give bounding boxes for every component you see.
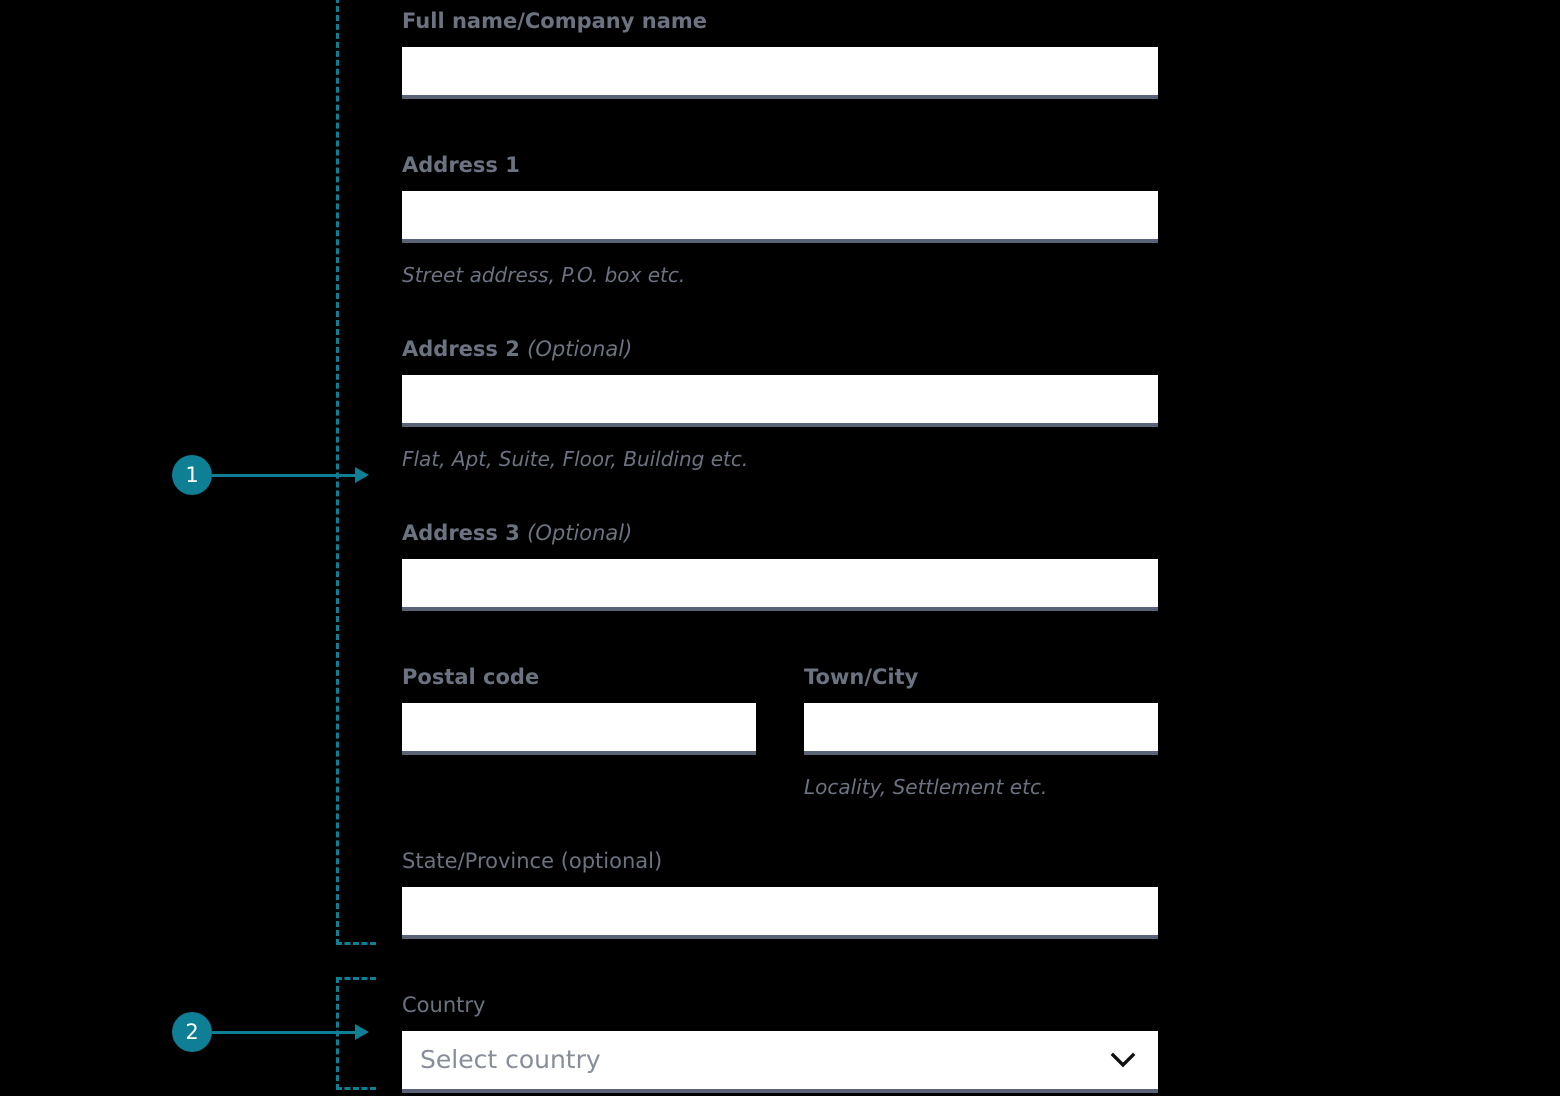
- label-town-city: Town/City: [804, 665, 919, 689]
- callout-1-badge: 1: [172, 455, 212, 495]
- label-full-name: Full name/Company name: [402, 9, 707, 33]
- field-address-1: Address 1 Street address, P.O. box etc.: [402, 152, 1158, 287]
- label-state-province: State/Province (optional): [402, 849, 663, 873]
- helper-address-1: Street address, P.O. box etc.: [402, 263, 686, 287]
- input-town-city[interactable]: [804, 703, 1158, 755]
- field-country: Country Select country: [402, 992, 1158, 1093]
- label-address-3-optional: (Optional): [527, 521, 633, 545]
- input-address-1[interactable]: [402, 191, 1158, 243]
- field-postal-code: Postal code: [402, 664, 756, 755]
- field-address-3: Address 3 (Optional): [402, 520, 1158, 611]
- input-state-province[interactable]: [402, 887, 1158, 939]
- helper-address-2: Flat, Apt, Suite, Floor, Building etc.: [402, 447, 749, 471]
- label-address-3: Address 3 (Optional): [402, 520, 1158, 546]
- input-address-2[interactable]: [402, 375, 1158, 427]
- label-address-2: Address 2 (Optional): [402, 336, 1158, 362]
- label-address-2-optional: (Optional): [527, 337, 633, 361]
- helper-town-city: Locality, Settlement etc.: [804, 775, 1048, 799]
- field-address-2: Address 2 (Optional) Flat, Apt, Suite, F…: [402, 336, 1158, 471]
- callout-2: 2: [172, 1012, 369, 1052]
- callout-1: 1: [172, 455, 369, 495]
- input-address-3[interactable]: [402, 559, 1158, 611]
- callout-2-arrow-icon: [212, 1023, 369, 1040]
- callout-1-arrow-icon: [212, 466, 369, 483]
- input-full-name[interactable]: [402, 47, 1158, 99]
- input-postal-code[interactable]: [402, 703, 756, 755]
- field-state-province: State/Province (optional): [402, 848, 1158, 939]
- label-address-1: Address 1: [402, 153, 520, 177]
- label-address-2-text: Address 2: [402, 337, 520, 361]
- field-full-name: Full name/Company name: [402, 8, 1158, 99]
- field-town-city: Town/City Locality, Settlement etc.: [804, 664, 1158, 799]
- callout-2-badge: 2: [172, 1012, 212, 1052]
- label-postal-code: Postal code: [402, 665, 540, 689]
- label-country: Country: [402, 993, 486, 1017]
- select-country[interactable]: Select country: [402, 1031, 1158, 1093]
- select-country-value: Select country: [420, 1045, 601, 1074]
- chevron-down-icon: [1110, 1052, 1136, 1068]
- label-address-3-text: Address 3: [402, 521, 520, 545]
